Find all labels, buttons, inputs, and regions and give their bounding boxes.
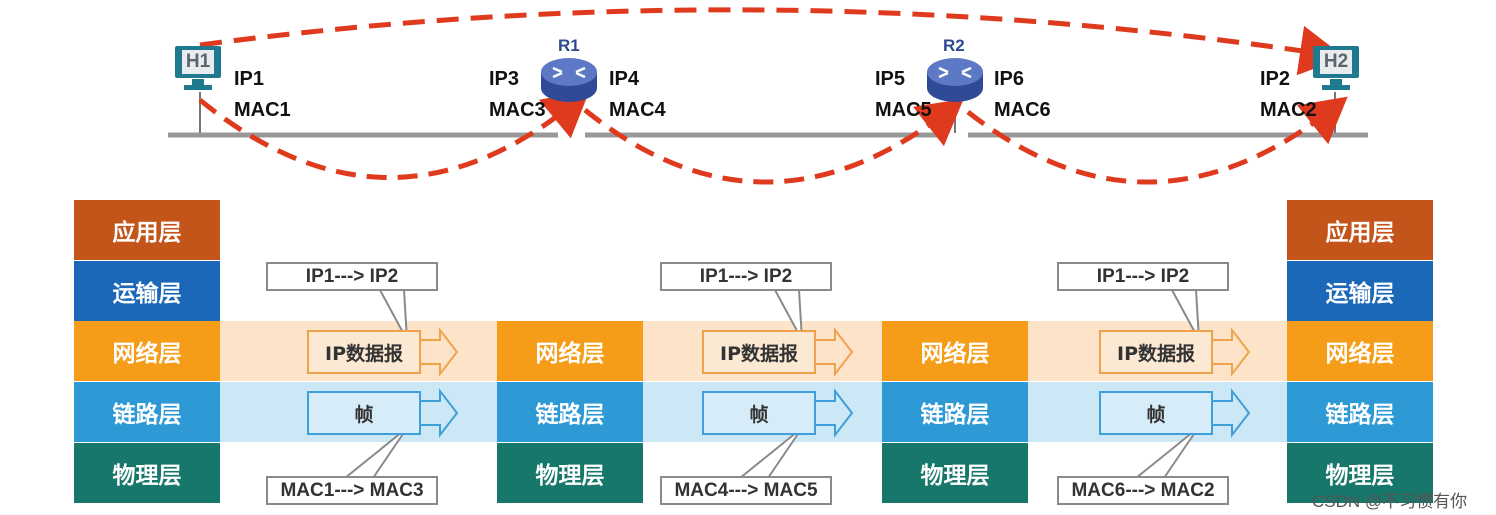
h1-ip: IP1: [234, 68, 265, 90]
hop-arc-r2-h2: [966, 96, 1348, 185]
h2-link-layer: 链路层: [1287, 382, 1433, 442]
host-h1: H1: [175, 46, 221, 90]
hop-arc-r1-r2: [583, 98, 964, 185]
frame-2: 帧: [702, 391, 816, 435]
frame-arrow-2: [815, 388, 854, 438]
ip-callout-3: IP1---> IP2: [1057, 262, 1229, 291]
r2-network-layer: 网络层: [882, 321, 1028, 381]
r1-right-ip: IP4: [609, 68, 640, 90]
watermark-text: CSDN @不习惯有你: [1312, 492, 1468, 511]
r1-right-mac: MAC4: [609, 99, 666, 121]
r2-physical-layer: 物理层: [882, 443, 1028, 503]
h2-physical-layer: 物理层: [1287, 443, 1433, 503]
ip-arrow-3: [1212, 327, 1251, 377]
h2-mac: MAC2: [1260, 99, 1317, 121]
h2-ip: IP2: [1260, 68, 1291, 90]
callout-pointer-mac-3: [1135, 427, 1199, 479]
topology-diagram: [168, 7, 1368, 185]
callout-pointer-mac-1: [344, 427, 408, 479]
ip-callout-1: IP1---> IP2: [266, 262, 438, 291]
ip-datagram-3: IP数据报: [1099, 330, 1213, 374]
frame-1: 帧: [307, 391, 421, 435]
ip-datagram-1: IP数据报: [307, 330, 421, 374]
r2-link-layer: 链路层: [882, 382, 1028, 442]
h2-application-layer: 应用层: [1287, 200, 1433, 260]
frame-arrow-3: [1212, 388, 1251, 438]
h1-mac: MAC1: [234, 99, 291, 121]
host-h2: H2: [1313, 46, 1359, 90]
h1-physical-layer: 物理层: [74, 443, 220, 503]
mac-callout-3: MAC6---> MAC2: [1057, 476, 1229, 505]
r1-link-layer: 链路层: [497, 382, 643, 442]
r2-right-ip: IP6: [994, 68, 1025, 90]
h1-network-layer: 网络层: [74, 321, 220, 381]
callout-pointer-mac-2: [739, 427, 803, 479]
host-h1-name: H1: [181, 50, 215, 74]
host-h1-icon: H1: [175, 46, 221, 78]
r1-left-ip: IP3: [489, 68, 520, 90]
r1-physical-layer: 物理层: [497, 443, 643, 503]
ip-arrow-1: [420, 327, 459, 377]
ip-callout-2: IP1---> IP2: [660, 262, 832, 291]
r2-left-ip: IP5: [875, 68, 906, 90]
mac-callout-1: MAC1---> MAC3: [266, 476, 438, 505]
r2-right-mac: MAC6: [994, 99, 1051, 121]
router-r1-name: R1: [558, 36, 580, 55]
router-r1-icon: [541, 58, 597, 102]
h1-transport-layer: 运输层: [74, 261, 220, 321]
h1-link-layer: 链路层: [74, 382, 220, 442]
h1-application-layer: 应用层: [74, 200, 220, 260]
end-to-end-arc: [199, 7, 1345, 76]
frame-3: 帧: [1099, 391, 1213, 435]
r1-network-layer: 网络层: [497, 321, 643, 381]
h2-network-layer: 网络层: [1287, 321, 1433, 381]
router-r2-name: R2: [943, 36, 965, 55]
router-r2-icon: [927, 58, 983, 102]
r2-left-mac: MAC5: [875, 99, 932, 121]
mac-callout-2: MAC4---> MAC5: [660, 476, 832, 505]
ip-datagram-2: IP数据报: [702, 330, 816, 374]
host-h2-name: H2: [1319, 50, 1353, 74]
ip-arrow-2: [815, 327, 854, 377]
h2-transport-layer: 运输层: [1287, 261, 1433, 321]
host-h2-icon: H2: [1313, 46, 1359, 78]
hop-arc-h1-r1: [198, 90, 590, 180]
r1-left-mac: MAC3: [489, 99, 546, 121]
frame-arrow-1: [420, 388, 459, 438]
